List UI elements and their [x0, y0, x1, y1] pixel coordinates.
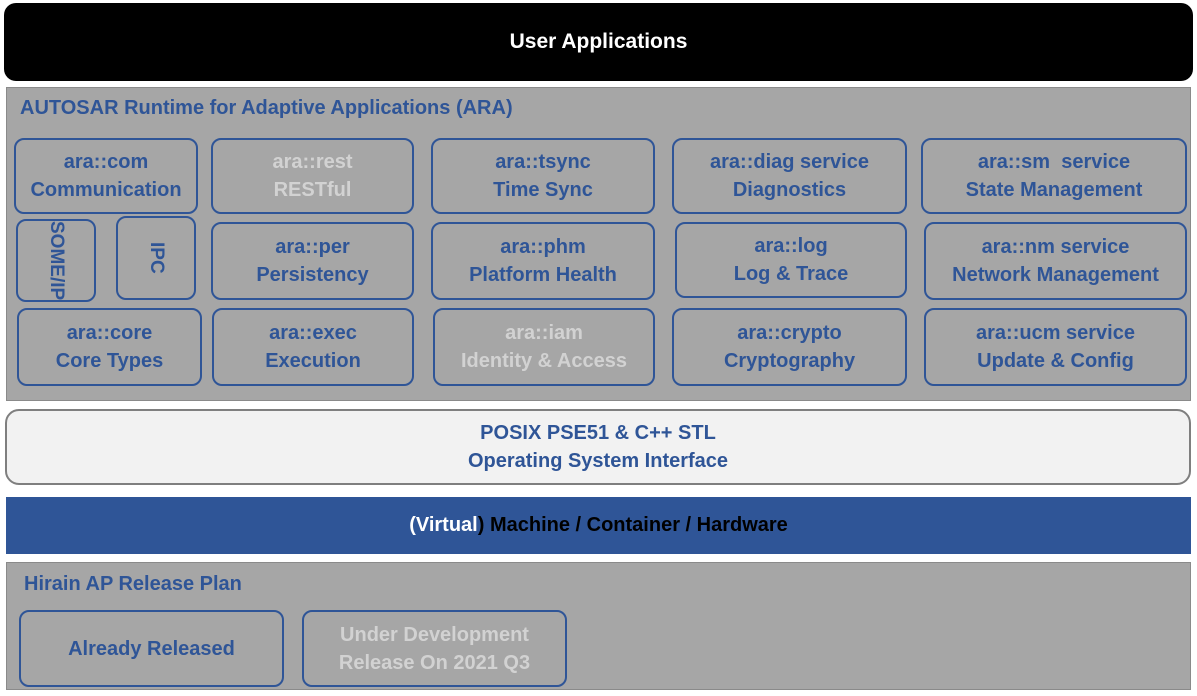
module-ara-phm: ara::phm Platform Health: [431, 222, 655, 300]
machine-virtual-label: Virtual: [415, 514, 478, 536]
module-name: ara::per: [275, 236, 350, 258]
legend-sublabel: Release On 2021 Q3: [338, 651, 531, 674]
module-description: Cryptography: [723, 350, 856, 372]
module-some-ip: SOME/IP: [16, 219, 96, 302]
module-name: ara::exec: [269, 322, 357, 344]
module-name: ara::com: [63, 151, 149, 173]
posix-title: POSIX PSE51 & C++ STL: [480, 422, 716, 444]
module-ipc: IPC: [116, 216, 196, 300]
posix-layer: POSIX PSE51 & C++ STL Operating System I…: [5, 409, 1191, 485]
module-description: Update & Config: [977, 350, 1134, 372]
module-ara-exec: ara::exec Execution: [212, 308, 414, 386]
module-ara-nm: ara::nm service Network Management: [924, 222, 1187, 300]
module-description: State Management: [965, 179, 1143, 201]
module-ara-crypto: ara::crypto Cryptography: [672, 308, 907, 386]
module-description: Identity & Access: [461, 350, 627, 372]
module-ara-iam: ara::iam Identity & Access: [433, 308, 655, 386]
module-ara-core: ara::core Core Types: [17, 308, 202, 386]
module-description: Log & Trace: [733, 263, 849, 285]
module-description: Time Sync: [493, 179, 593, 201]
module-description: Network Management: [952, 264, 1159, 286]
legend-under-development: Under Development Release On 2021 Q3: [302, 610, 567, 687]
ara-title: AUTOSAR Runtime for Adaptive Application…: [20, 97, 513, 119]
module-name: ara::log: [754, 235, 828, 257]
module-description: Persistency: [256, 264, 369, 286]
user-applications-layer: User Applications: [4, 3, 1193, 81]
module-ara-rest: ara::rest RESTful: [211, 138, 414, 214]
module-ara-sm: ara::sm service State Management: [921, 138, 1187, 214]
module-ara-per: ara::per Persistency: [211, 222, 414, 300]
machine-open-paren: (: [409, 514, 416, 536]
module-description: Diagnostics: [732, 179, 847, 201]
module-description: Core Types: [55, 350, 164, 372]
machine-layer: (Virtual) Machine / Container / Hardware: [6, 497, 1191, 554]
module-name: ara::tsync: [495, 151, 591, 173]
module-name: ara::sm service: [977, 151, 1131, 173]
module-name: ara::crypto: [737, 322, 842, 344]
module-description: Platform Health: [469, 264, 617, 286]
module-name: SOME/IP: [46, 220, 67, 301]
machine-label: ) Machine / Container / Hardware: [477, 514, 788, 536]
module-name: ara::phm: [500, 236, 586, 258]
module-ara-ucm: ara::ucm service Update & Config: [924, 308, 1187, 386]
user-applications-label: User Applications: [509, 30, 688, 53]
module-ara-log: ara::log Log & Trace: [675, 222, 907, 298]
module-name: ara::iam: [505, 322, 583, 344]
legend-label: Already Released: [68, 637, 235, 660]
module-name: ara::core: [66, 322, 153, 344]
release-plan-title: Hirain AP Release Plan: [24, 573, 242, 595]
module-description: RESTful: [273, 179, 352, 201]
legend-label: Under Development: [340, 623, 529, 646]
module-name: ara::rest: [272, 151, 353, 173]
module-description: Communication: [30, 179, 182, 201]
module-name: ara::diag service: [710, 151, 869, 173]
module-name: ara::nm service: [981, 236, 1130, 258]
module-ara-diag: ara::diag service Diagnostics: [672, 138, 907, 214]
module-ara-tsync: ara::tsync Time Sync: [431, 138, 655, 214]
module-ara-com: ara::com Communication: [14, 138, 198, 214]
module-name: ara::ucm service: [976, 322, 1135, 344]
module-name: IPC: [146, 242, 167, 274]
module-description: Execution: [265, 350, 361, 372]
legend-already-released: Already Released: [19, 610, 284, 687]
posix-subtitle: Operating System Interface: [467, 450, 729, 472]
